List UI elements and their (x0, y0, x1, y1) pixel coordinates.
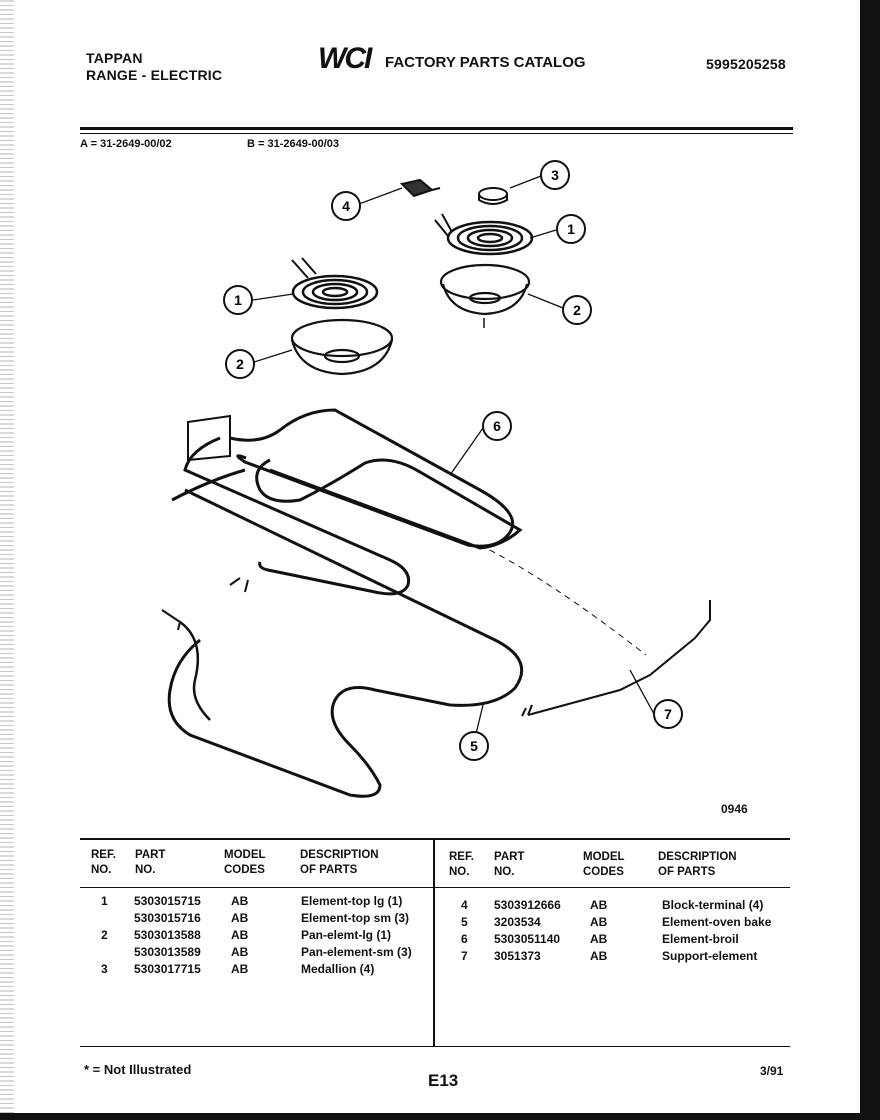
header-part-right: PART NO. (494, 851, 525, 878)
callout-bubble: 1 (556, 214, 586, 244)
table-row-desc: Support-element (662, 949, 758, 963)
table-row-part: 3203534 (494, 915, 541, 929)
broil-element (171, 408, 523, 550)
table-row-desc: Element-broil (662, 932, 739, 946)
table-row-ref: 7 (461, 949, 468, 963)
callout-bubble: 6 (482, 411, 512, 441)
callout-label: 1 (234, 292, 242, 308)
table-top-rule (80, 838, 790, 840)
table-row-ref: 4 (461, 898, 468, 912)
table-row-part: 3051373 (494, 949, 541, 963)
table-row-desc: Medallion (4) (301, 962, 375, 976)
callout-bubble: 2 (562, 295, 592, 325)
callout-bubble: 5 (459, 731, 489, 761)
header-desc-left: DESCRIPTION OF PARTS (300, 849, 379, 876)
drip-pan-small (439, 263, 531, 328)
header-ref-right: REF. NO. (449, 851, 474, 878)
table-row-desc: Pan-elemt-lg (1) (301, 928, 392, 942)
table-row-ref: 2 (101, 928, 108, 942)
figure-code: 0946 (721, 802, 748, 816)
table-row-ref: 3 (101, 962, 108, 976)
table-row-ref: 1 (101, 894, 108, 908)
callout-bubble: 1 (223, 285, 253, 315)
callout-label: 7 (664, 706, 672, 722)
table-row-part: 5303013589 (134, 945, 201, 959)
header-ref-left: REF. NO. (91, 849, 116, 876)
scan-edge-left (0, 0, 14, 1120)
header-model-left: MODEL CODES (224, 849, 266, 876)
drip-pan-large (290, 318, 394, 376)
page-number: E13 (428, 1071, 459, 1090)
table-row-code: AB (231, 911, 249, 925)
callout-label: 5 (470, 738, 478, 754)
table-row-code: AB (590, 898, 608, 912)
scan-edge-right (860, 0, 880, 1120)
table-row-desc: Element-oven bake (662, 915, 772, 929)
model-a: A = 31-2649-00/02 (80, 138, 172, 150)
table-row-part: 5303013588 (134, 928, 201, 942)
table-divider (433, 840, 435, 1046)
callout-label: 6 (493, 418, 501, 434)
callout-label: 1 (567, 221, 575, 237)
table-row-part: 5303015716 (134, 911, 201, 925)
wci-logo: WCI (318, 42, 372, 75)
not-illustrated-note: * = Not Illustrated (84, 1062, 192, 1077)
callout-label: 3 (551, 167, 559, 183)
callout-bubble: 2 (225, 349, 255, 379)
table-row-part: 5303912666 (494, 898, 561, 912)
table-row-code: AB (231, 962, 249, 976)
table-row-ref: 6 (461, 932, 468, 946)
callout-label: 2 (573, 302, 581, 318)
parts-diagram (161, 175, 711, 798)
catalog-number: 5995205258 (706, 56, 786, 72)
catalog-title: FACTORY PARTS CATALOG (385, 54, 586, 71)
brand-name: TAPPAN (86, 50, 143, 66)
surface-element-small (434, 213, 534, 256)
leader-lines (252, 175, 655, 747)
revision-date: 3/91 (760, 1064, 784, 1078)
header-rule-thin (80, 133, 793, 134)
table-row-code: AB (231, 894, 249, 908)
table-row-code: AB (590, 915, 608, 929)
table-row-desc: Element-top sm (3) (301, 911, 410, 925)
header-desc-right: DESCRIPTION OF PARTS (658, 851, 737, 878)
table-row-code: AB (590, 949, 608, 963)
product-type: RANGE - ELECTRIC (86, 67, 223, 83)
header-model-right: MODEL CODES (583, 851, 625, 878)
table-row-code: AB (231, 945, 249, 959)
callout-label: 4 (342, 198, 350, 214)
bake-element (161, 436, 524, 798)
table-row-part: 5303051140 (494, 932, 561, 946)
header-part-left: PART NO. (135, 849, 166, 876)
table-row-desc: Pan-element-sm (3) (301, 945, 412, 959)
table-bottom-rule (80, 1046, 790, 1047)
scan-edge-bottom (0, 1113, 880, 1120)
callout-bubble: 3 (540, 160, 570, 190)
callout-bubble: 4 (331, 191, 361, 221)
table-row-ref: 5 (461, 915, 468, 929)
table-row-part: 5303017715 (134, 962, 201, 976)
support-element (479, 544, 711, 717)
terminal-block (400, 178, 441, 198)
header-rule (80, 127, 793, 130)
table-row-desc: Element-top lg (1) (301, 894, 403, 908)
callout-bubble: 7 (653, 699, 683, 729)
table-row-code: AB (231, 928, 249, 942)
model-b: B = 31-2649-00/03 (247, 138, 340, 150)
table-row-desc: Block-terminal (4) (662, 898, 764, 912)
surface-element-large (291, 257, 379, 310)
table-row-part: 5303015715 (134, 894, 201, 908)
medallion (478, 187, 508, 205)
callout-label: 2 (236, 356, 244, 372)
table-header-rule (80, 887, 790, 888)
table-row-code: AB (590, 932, 608, 946)
